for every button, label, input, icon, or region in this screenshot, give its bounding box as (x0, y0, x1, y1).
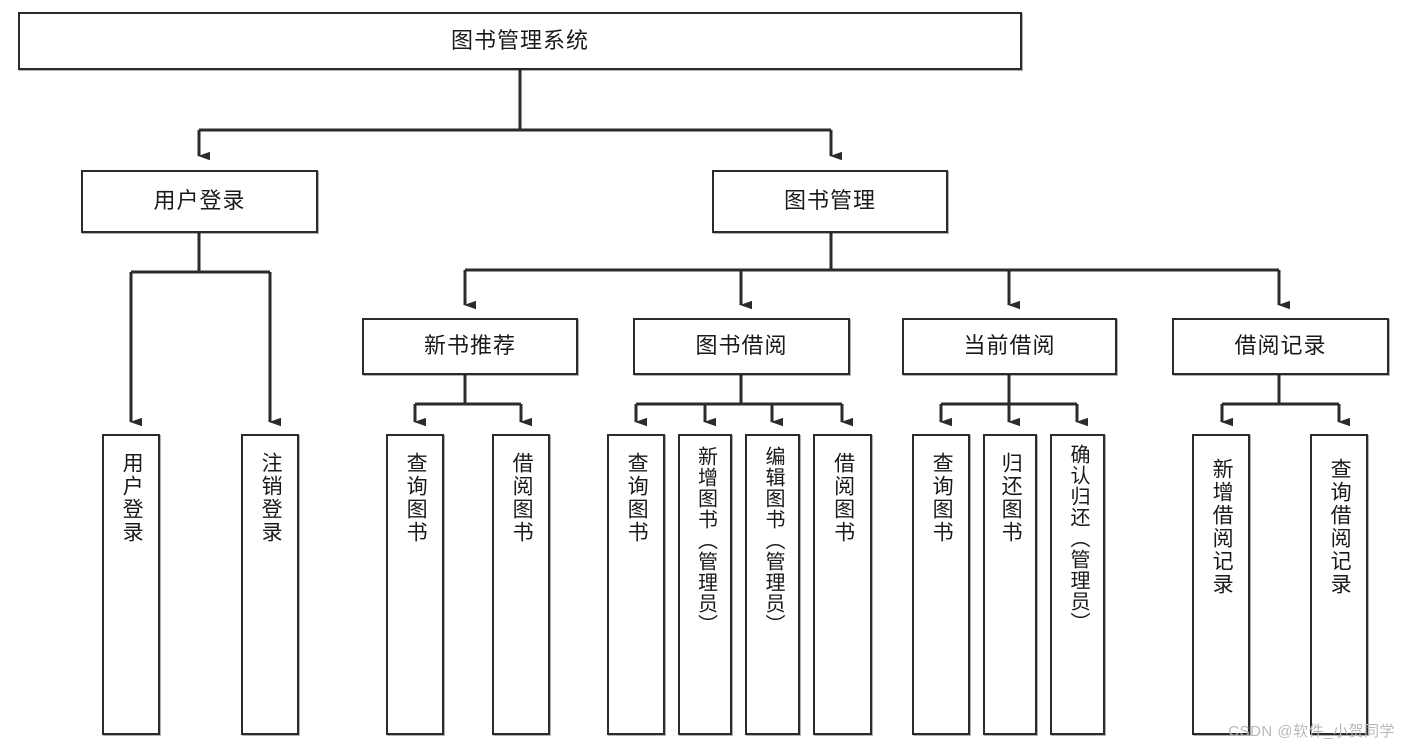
leaf-label: 借阅图书 (510, 452, 534, 544)
leaf-book-borrow-3[interactable]: 编辑图书（管理员） (745, 434, 800, 735)
node-borrow-record[interactable]: 借阅记录 (1172, 318, 1389, 375)
leaf-label: 编辑图书（管理员） (762, 446, 784, 635)
node-book-borrow[interactable]: 图书借阅 (633, 318, 850, 375)
leaf-label: 查询图书 (625, 452, 649, 544)
csdn-watermark: CSDN @软件_小贺同学 (1228, 723, 1395, 740)
leaf-label: 用户登录 (120, 452, 144, 544)
leaf-label: 新增借阅记录 (1210, 458, 1234, 596)
leaf-current-borrow-1[interactable]: 查询图书 (912, 434, 970, 735)
node-new-book-rec[interactable]: 新书推荐 (362, 318, 578, 375)
node-new-book-rec-label: 新书推荐 (423, 333, 516, 359)
leaf-book-borrow-2[interactable]: 新增图书（管理员） (678, 434, 732, 735)
node-root[interactable]: 图书管理系统 (18, 12, 1022, 70)
node-current-borrow-label: 当前借阅 (963, 333, 1056, 359)
node-current-borrow[interactable]: 当前借阅 (902, 318, 1117, 375)
node-borrow-record-label: 借阅记录 (1234, 333, 1327, 359)
leaf-label: 借阅图书 (831, 452, 855, 544)
leaf-new-book-rec-1[interactable]: 查询图书 (386, 434, 444, 735)
leaf-label: 确认归还（管理员） (1067, 444, 1089, 633)
node-book-borrow-label: 图书借阅 (695, 333, 788, 359)
leaf-label: 查询图书 (930, 452, 954, 544)
leaf-current-borrow-2[interactable]: 归还图书 (983, 434, 1037, 735)
leaf-new-book-rec-2[interactable]: 借阅图书 (492, 434, 550, 735)
leaf-borrow-record-2[interactable]: 查询借阅记录 (1310, 434, 1368, 735)
leaf-book-borrow-4[interactable]: 借阅图书 (813, 434, 872, 735)
leaf-current-borrow-3[interactable]: 确认归还（管理员） (1050, 434, 1105, 735)
leaf-user-login-2[interactable]: 注销登录 (241, 434, 299, 735)
leaf-label: 查询图书 (404, 452, 428, 544)
node-root-label: 图书管理系统 (450, 27, 589, 53)
node-user-login-label: 用户登录 (153, 188, 246, 214)
leaf-book-borrow-1[interactable]: 查询图书 (607, 434, 665, 735)
leaf-label: 新增图书（管理员） (694, 446, 717, 635)
leaf-borrow-record-1[interactable]: 新增借阅记录 (1192, 434, 1250, 735)
leaf-label: 注销登录 (259, 452, 283, 544)
node-book-manage-label: 图书管理 (783, 188, 876, 214)
leaf-label: 归还图书 (999, 452, 1023, 544)
node-book-manage[interactable]: 图书管理 (712, 170, 948, 233)
leaf-label: 查询借阅记录 (1328, 458, 1352, 596)
node-user-login[interactable]: 用户登录 (81, 170, 318, 233)
leaf-user-login-1[interactable]: 用户登录 (102, 434, 160, 735)
